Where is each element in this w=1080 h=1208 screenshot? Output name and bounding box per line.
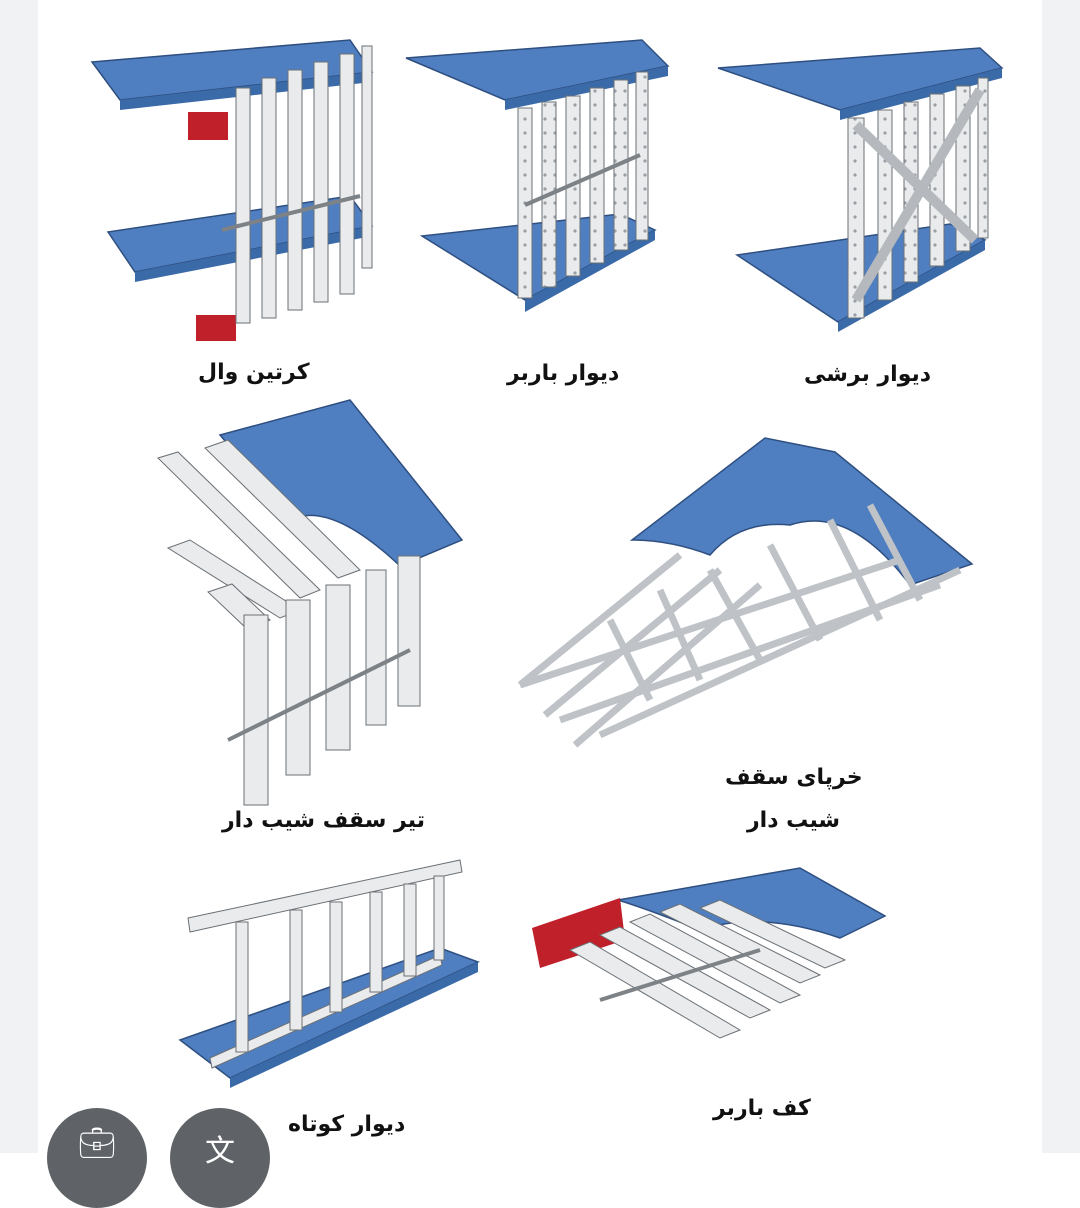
fab-right-button[interactable]: 文	[170, 1108, 270, 1208]
short-wall-illustration	[178, 859, 480, 1088]
shear-wall-illustration	[717, 47, 1004, 332]
label-short-wall: دیوار کوتاه	[288, 1112, 406, 1137]
steel-framing-diagram	[90, 39, 1004, 1088]
briefcase-icon: 💼︎	[77, 1126, 117, 1161]
sloped-roof-beam-illustration	[157, 399, 464, 806]
curtain-wall-illustration	[90, 39, 374, 341]
page-margin-left	[0, 0, 38, 1153]
label-curtain-wall: کرتین وال	[198, 360, 310, 385]
sloped-roof-truss-illustration	[517, 437, 974, 748]
load-bearing-wall-illustration	[405, 39, 670, 312]
label-load-bearing-wall: دیوار باربر	[507, 361, 620, 386]
page-margin-right	[1042, 0, 1080, 1153]
label-sloped-roof-beam: تیر سقف شیب دار	[222, 808, 425, 833]
label-sloped-roof-truss-line2: شیب دار	[747, 808, 841, 833]
label-shear-wall: دیوار برشی	[804, 362, 932, 387]
translate-icon: 文	[205, 1134, 235, 1169]
label-sloped-roof-truss-line1: خرپای سقف	[725, 765, 863, 790]
label-load-bearing-floor: کف باربر	[713, 1096, 811, 1121]
load-bearing-floor-illustration	[532, 867, 887, 1039]
fab-left-button[interactable]: 💼︎	[47, 1108, 147, 1208]
